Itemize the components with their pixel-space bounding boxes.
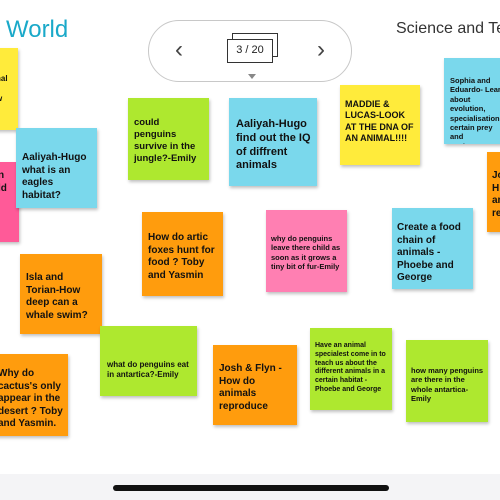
sticky-note[interactable]: Aaliyah-Hugo find out the IQ of diffrent…	[229, 98, 317, 186]
sticky-note[interactable]: could penguins survive in the jungle?-Em…	[128, 98, 209, 180]
sticky-note[interactable]: how many penguins are there in the whole…	[406, 340, 488, 422]
chevron-right-icon[interactable]: ›	[317, 36, 325, 63]
home-indicator[interactable]	[113, 485, 389, 491]
chevron-left-icon[interactable]: ‹	[175, 36, 183, 63]
sticky-note[interactable]: Why do cactus's only appear in the deser…	[0, 354, 68, 436]
sticky-note[interactable]: Aaliyah-Hugo what is an eagles habitat?	[16, 128, 97, 208]
sticky-note[interactable]: why do penguins leave there child as soo…	[266, 210, 347, 292]
board-title-right: Science and Te	[396, 20, 500, 37]
board-title-left: World	[6, 16, 69, 43]
sticky-note[interactable]: How do artic foxes hunt for food ? Toby …	[142, 212, 223, 296]
sticky-note[interactable]: Josh & Flyn - How do animals reproduce	[213, 345, 297, 425]
sticky-note[interactable]: Sophia and Eduardo- Learn about evolutio…	[444, 58, 500, 144]
page-counter-label: 3 / 20	[227, 39, 273, 63]
sticky-note[interactable]: Have an animal specialest come in to tea…	[310, 328, 392, 410]
page-navigator: ‹ 3 / 20 ›	[148, 20, 352, 82]
sticky-note[interactable]: n ld	[0, 162, 19, 242]
sticky-note[interactable]: MADDIE & LUCAS-LOOK AT THE DNA OF AN ANI…	[340, 85, 420, 165]
sticky-note[interactable]: Isla and Torian-How deep can a whale swi…	[20, 254, 102, 334]
sticky-note[interactable]: Create a food chain of animals - Phoebe …	[392, 208, 473, 289]
sticky-note[interactable]: hal w	[0, 48, 18, 130]
sticky-note[interactable]: what do penguins eat in antartica?-Emily	[100, 326, 197, 396]
chevron-down-icon[interactable]	[248, 74, 256, 79]
sticky-note[interactable]: Jo H ar re	[487, 152, 500, 232]
page-counter[interactable]: 3 / 20	[227, 33, 281, 65]
